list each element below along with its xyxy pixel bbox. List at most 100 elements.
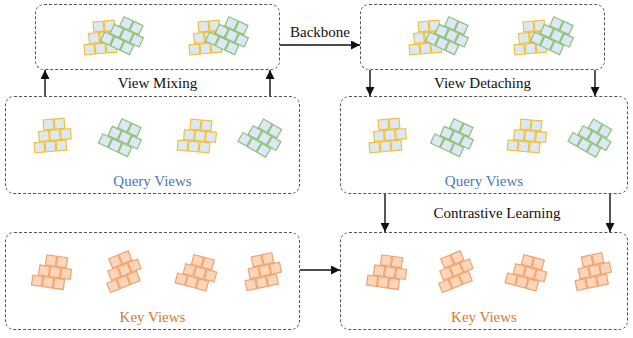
image-patch bbox=[60, 268, 71, 279]
image-patch bbox=[520, 119, 531, 130]
image-patch bbox=[377, 277, 388, 288]
image-patch bbox=[514, 44, 525, 55]
image-patch bbox=[89, 33, 100, 44]
image-patch bbox=[38, 265, 49, 276]
patch-grid bbox=[240, 251, 283, 290]
patch-grid bbox=[175, 252, 220, 293]
stage-caption: View Detaching bbox=[361, 75, 604, 92]
image-patch bbox=[395, 268, 406, 279]
image-patch bbox=[191, 255, 203, 267]
image-patch bbox=[460, 259, 473, 272]
patch-grid bbox=[430, 114, 478, 159]
image-patch bbox=[194, 267, 206, 279]
image-patch bbox=[188, 141, 199, 152]
image-patch bbox=[118, 143, 131, 156]
flow-arrow bbox=[384, 194, 385, 232]
image-patch bbox=[525, 43, 536, 54]
image-patch bbox=[194, 33, 205, 44]
patch-grid bbox=[177, 118, 217, 153]
image-patch bbox=[175, 273, 187, 285]
image-patch bbox=[256, 276, 268, 288]
image-patch bbox=[259, 265, 271, 277]
image-patch bbox=[521, 255, 533, 267]
box-title: Key Views bbox=[341, 309, 627, 326]
mixed-views-box: View Mixing bbox=[35, 4, 280, 70]
image-patch bbox=[251, 255, 263, 267]
image-patch bbox=[534, 270, 546, 282]
flow-arrow bbox=[269, 70, 270, 96]
image-patch bbox=[581, 255, 593, 267]
image-patch bbox=[418, 21, 429, 32]
patch-grid bbox=[530, 12, 578, 57]
image-patch bbox=[578, 267, 590, 279]
image-patch bbox=[526, 279, 538, 291]
edge-label: Backbone bbox=[288, 24, 352, 41]
patch-grid bbox=[570, 251, 613, 290]
patch-grid bbox=[32, 118, 72, 153]
patch-grid bbox=[367, 118, 407, 153]
query-views-box: Query Views bbox=[5, 96, 300, 194]
image-patch bbox=[513, 264, 525, 276]
patch-grid bbox=[205, 12, 253, 57]
image-patch bbox=[586, 276, 598, 288]
stage-caption: Contrastive Learning bbox=[431, 205, 562, 222]
image-patch bbox=[201, 120, 212, 131]
image-patch bbox=[54, 118, 65, 129]
patch-grid bbox=[32, 253, 74, 290]
image-patch bbox=[523, 21, 534, 32]
query-views-box: Query Views bbox=[340, 96, 628, 194]
image-patch bbox=[53, 278, 64, 289]
image-patch bbox=[450, 143, 463, 156]
image-patch bbox=[206, 131, 217, 142]
image-patch bbox=[409, 44, 420, 55]
patch-grid bbox=[507, 118, 547, 153]
image-patch bbox=[525, 131, 536, 142]
image-patch bbox=[459, 271, 472, 284]
image-patch bbox=[420, 43, 431, 54]
image-patch bbox=[516, 276, 528, 288]
image-patch bbox=[507, 140, 518, 151]
image-patch bbox=[600, 262, 612, 274]
patch-grid bbox=[238, 113, 286, 159]
image-patch bbox=[529, 142, 540, 153]
patch-grid bbox=[431, 249, 478, 293]
image-patch bbox=[45, 255, 56, 266]
image-patch bbox=[42, 277, 53, 288]
image-patch bbox=[414, 33, 425, 44]
image-patch bbox=[380, 141, 391, 152]
image-patch bbox=[597, 274, 609, 286]
image-patch bbox=[532, 257, 544, 269]
image-patch bbox=[592, 253, 604, 265]
image-patch bbox=[589, 265, 601, 277]
backbone-output-box: View Detaching bbox=[360, 4, 605, 70]
image-patch bbox=[385, 130, 396, 141]
image-patch bbox=[202, 257, 214, 269]
image-patch bbox=[196, 279, 208, 291]
image-patch bbox=[195, 131, 206, 142]
flow-arrow bbox=[369, 70, 370, 96]
image-patch bbox=[391, 256, 402, 267]
image-patch bbox=[550, 41, 563, 54]
image-patch bbox=[248, 267, 260, 279]
image-patch bbox=[267, 274, 279, 286]
image-patch bbox=[384, 267, 395, 278]
image-patch bbox=[128, 259, 141, 272]
box-title: Query Views bbox=[341, 173, 627, 190]
image-patch bbox=[367, 275, 378, 286]
image-patch bbox=[127, 271, 140, 284]
image-patch bbox=[380, 255, 391, 266]
image-patch bbox=[43, 119, 54, 130]
image-patch bbox=[198, 21, 209, 32]
key-views-box: Key Views bbox=[5, 232, 300, 330]
image-patch bbox=[395, 129, 406, 140]
image-patch bbox=[575, 279, 587, 291]
image-patch bbox=[190, 119, 201, 130]
image-patch bbox=[531, 120, 542, 131]
key-views-box: Key Views bbox=[340, 232, 628, 330]
patch-grid bbox=[99, 249, 146, 293]
image-patch bbox=[45, 141, 56, 152]
image-patch bbox=[373, 265, 384, 276]
image-patch bbox=[225, 41, 238, 54]
